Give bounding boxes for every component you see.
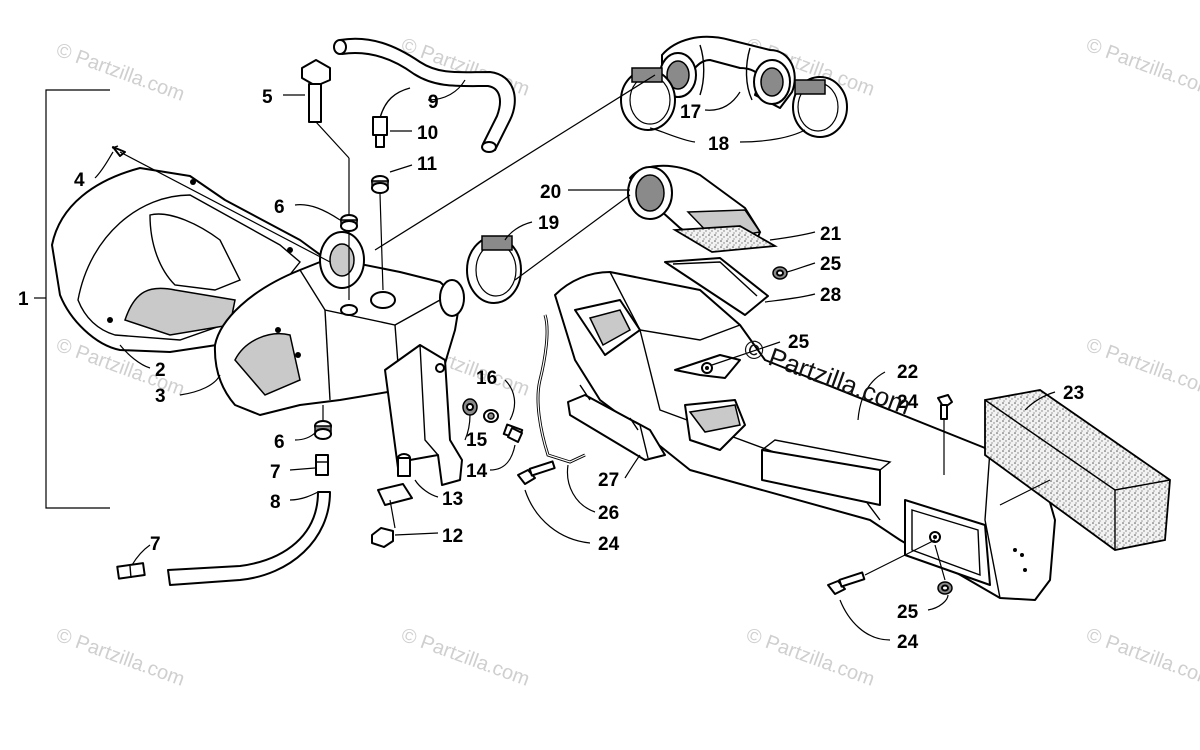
drain-hose-8[interactable] <box>167 491 331 586</box>
callout-18: 18 <box>708 134 729 155</box>
intake-boot-17[interactable] <box>659 35 796 109</box>
callout-6-upper: 6 <box>274 197 285 218</box>
watermark: © Partzilla.com <box>1083 624 1200 691</box>
hose-clamp-18-right[interactable] <box>792 76 848 138</box>
filter-foam-23[interactable] <box>984 389 1171 551</box>
intake-silencer-22[interactable] <box>554 271 1056 601</box>
nut-25-upper[interactable] <box>772 266 788 280</box>
callout-10: 10 <box>417 123 438 144</box>
bolt-14[interactable] <box>502 423 524 443</box>
callout-25-lower: 25 <box>897 602 919 623</box>
screw-4[interactable] <box>111 145 126 157</box>
callout-2: 2 <box>155 360 166 381</box>
filter-pad-21[interactable] <box>672 225 778 253</box>
callout-5: 5 <box>262 87 273 108</box>
watermark: © Partzilla.com <box>398 624 532 691</box>
callout-7-lower: 7 <box>150 534 161 555</box>
watermark: © Partzilla.com <box>53 624 187 691</box>
sensor-10[interactable] <box>372 87 411 148</box>
callout-24-lower: 24 <box>897 632 919 653</box>
callout-17: 17 <box>680 102 701 123</box>
callout-11: 11 <box>417 154 438 175</box>
bolt-24-lower[interactable] <box>827 571 866 595</box>
bracket-27[interactable] <box>567 384 666 461</box>
plate-28[interactable] <box>664 257 769 316</box>
callout-7-upper: 7 <box>270 462 281 483</box>
callout-14: 14 <box>466 461 488 482</box>
callout-25-upper: 25 <box>820 254 842 275</box>
callout-19: 19 <box>538 213 559 234</box>
bolt-24-left[interactable] <box>517 460 556 485</box>
callout-24-left: 24 <box>598 534 620 555</box>
bolt-24-upper[interactable] <box>937 394 953 420</box>
bolt-5[interactable] <box>301 59 331 123</box>
callout-24-upper: 24 <box>897 392 919 413</box>
callout-23: 23 <box>1063 383 1084 404</box>
callout-13: 13 <box>442 489 463 510</box>
callout-4: 4 <box>74 170 85 191</box>
callout-9: 9 <box>428 92 439 113</box>
callout-27: 27 <box>598 470 619 491</box>
hose-clamp-18-left[interactable] <box>620 67 676 131</box>
callout-20: 20 <box>540 182 561 203</box>
callout-15: 15 <box>466 430 488 451</box>
grommet-16[interactable] <box>462 398 478 416</box>
callout-12: 12 <box>442 526 463 547</box>
washer-15[interactable] <box>483 409 499 423</box>
leader-lines <box>94 74 1056 641</box>
assembly-bracket <box>34 89 110 509</box>
grommet-6-upper[interactable] <box>340 214 358 232</box>
callout-28: 28 <box>820 285 841 306</box>
grommet-11[interactable] <box>371 175 389 194</box>
watermark: © Partzilla.com <box>1083 334 1200 401</box>
callout-21: 21 <box>820 224 842 245</box>
hose-clamp-19[interactable] <box>466 235 522 304</box>
callout-25-center: 25 <box>788 332 810 353</box>
callout-8: 8 <box>270 492 281 513</box>
grommet-6-lower[interactable] <box>314 420 332 440</box>
watermark: © Partzilla.com <box>1083 34 1200 101</box>
washer-pad[interactable] <box>377 483 413 506</box>
callout-22: 22 <box>897 362 918 383</box>
watermark: © Partzilla.com <box>743 624 877 691</box>
mounting-bracket-13[interactable] <box>384 344 463 486</box>
watermark: © Partzilla.com <box>53 39 187 106</box>
fitting-7-lower[interactable] <box>116 562 146 580</box>
callout-26: 26 <box>598 503 619 524</box>
nut-25-lower[interactable] <box>937 581 953 595</box>
callout-numbers: 1 2 3 4 5 6 6 7 7 8 9 10 11 12 13 14 15 … <box>18 87 1084 653</box>
rod-26[interactable] <box>536 314 586 464</box>
callout-16: 16 <box>476 368 497 389</box>
callout-3: 3 <box>155 386 166 407</box>
breather-hose-9[interactable] <box>333 37 516 153</box>
fitting-7-upper[interactable] <box>315 454 329 476</box>
callout-6-lower: 6 <box>274 432 285 453</box>
callout-1: 1 <box>18 289 29 310</box>
nut-12[interactable] <box>371 527 394 548</box>
